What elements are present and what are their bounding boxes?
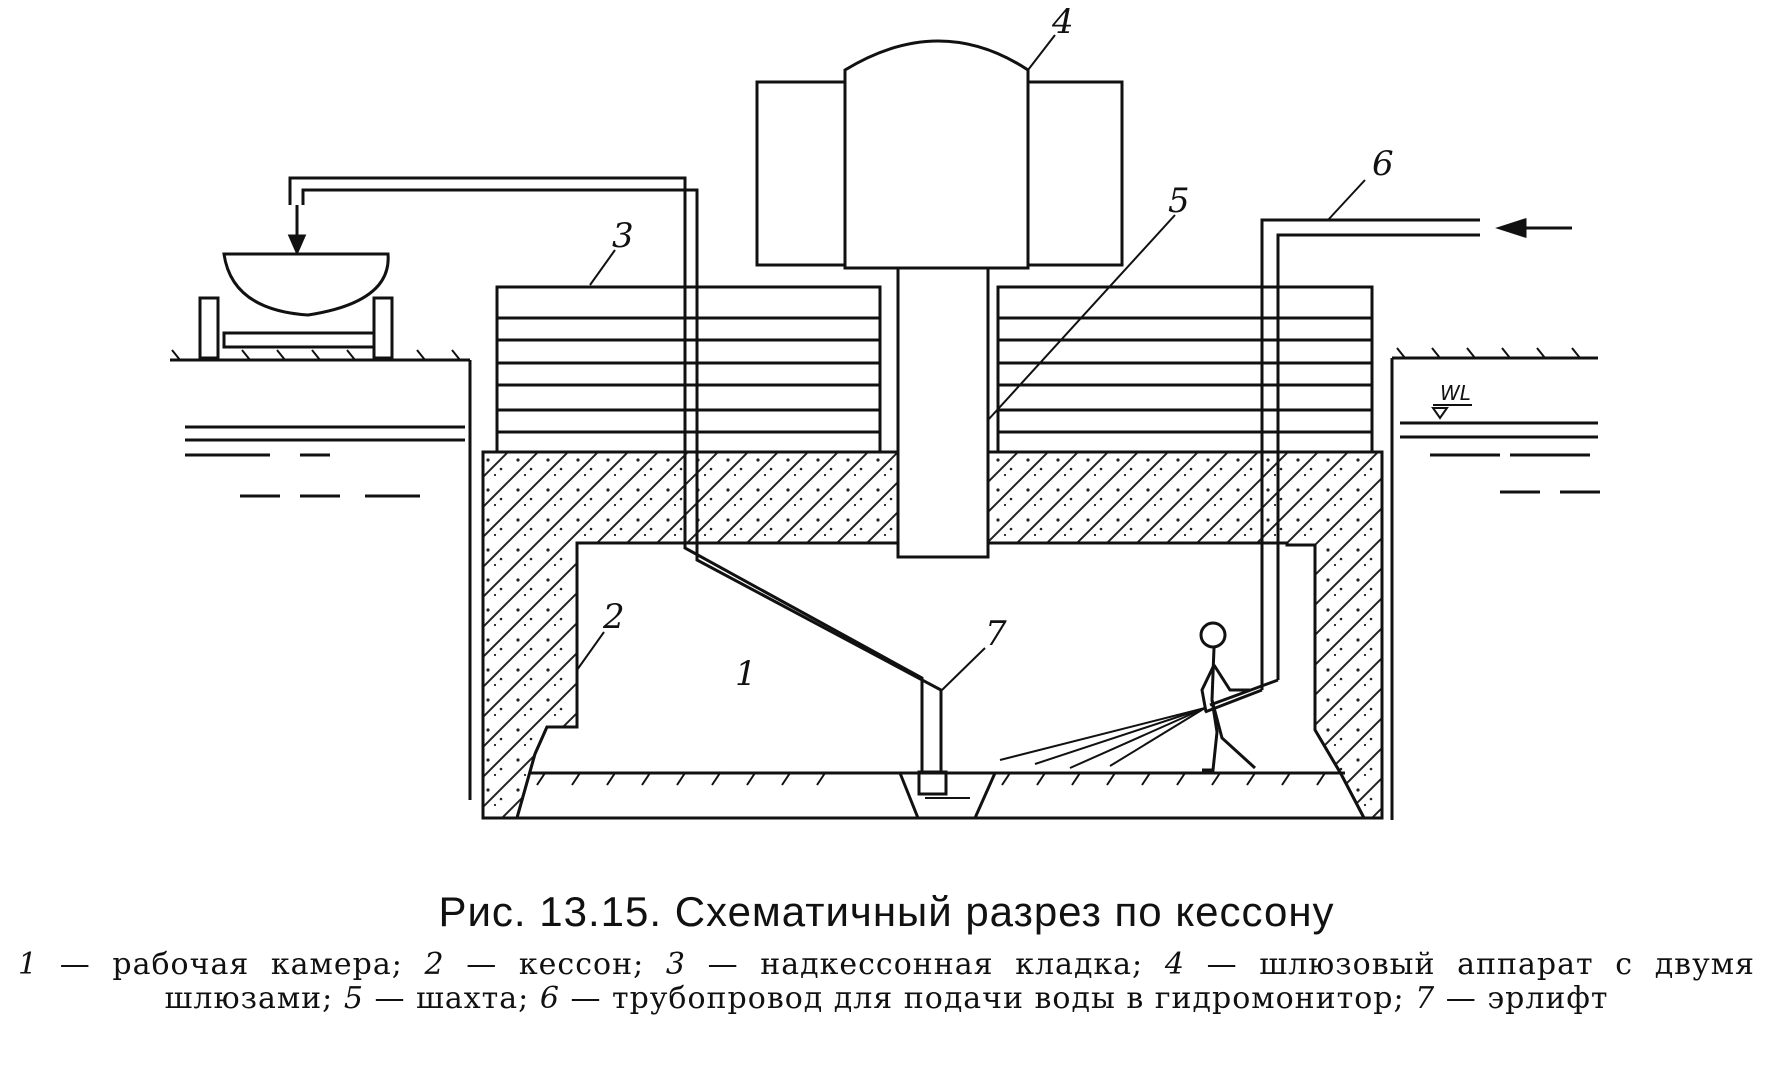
label-7: 7	[985, 614, 1007, 654]
figure-legend: 1 — рабочая камера; 2 — кессон; 3 — надк…	[18, 948, 1755, 1016]
legend-text-2: — кессон;	[444, 947, 666, 982]
airlock-apparatus	[755, 39, 1124, 270]
legend-text-4: — шлюзовый аппарат с двумя шлюзами;	[164, 947, 1755, 1016]
legend-num-1: 1	[18, 947, 39, 982]
leader-lines	[576, 34, 1366, 691]
legend-text-1: — рабочая камера;	[38, 947, 425, 982]
label-6: 6	[1372, 144, 1394, 184]
waterline-marker: WL	[1431, 381, 1472, 420]
figure-caption: Рис. 13.15. Схематичный разрез по кессон…	[438, 888, 1335, 935]
caisson-section-diagram: WL	[170, 2, 1600, 820]
legend-num-2: 2	[424, 947, 445, 982]
legend-text-5: — шахта;	[363, 981, 540, 1016]
airlift-pipe	[288, 176, 948, 796]
legend-num-6: 6	[539, 981, 560, 1016]
label-4: 4	[1051, 2, 1074, 42]
legend-num-4: 4	[1164, 947, 1185, 982]
right-water	[1400, 421, 1600, 494]
left-ground	[170, 349, 472, 800]
label-2: 2	[602, 597, 625, 637]
muck-cart	[198, 252, 394, 360]
shaft	[896, 260, 990, 559]
legend-text-7: — эрлифт	[1435, 981, 1609, 1016]
label-3: 3	[612, 216, 634, 256]
legend-text-6: — трубопровод для подачи воды в гидромон…	[559, 981, 1416, 1016]
discharge-arrow	[287, 205, 307, 256]
legend-num-3: 3	[665, 947, 686, 982]
label-1: 1	[735, 654, 757, 694]
masonry-right	[996, 285, 1374, 454]
working-chamber	[515, 541, 1367, 820]
legend-num-7: 7	[1415, 981, 1436, 1016]
label-5: 5	[1168, 181, 1190, 221]
worker-figure	[1199, 621, 1257, 772]
water-jet	[999, 707, 1206, 769]
masonry-left	[495, 285, 882, 454]
right-ground	[1390, 347, 1598, 820]
left-water	[185, 425, 465, 498]
legend-text-3: — надкессонная кладка;	[685, 947, 1165, 982]
waterline-label: WL	[1440, 381, 1471, 405]
legend-num-5: 5	[343, 981, 364, 1016]
water-inflow-arrow	[1495, 217, 1572, 239]
sump	[898, 772, 997, 820]
